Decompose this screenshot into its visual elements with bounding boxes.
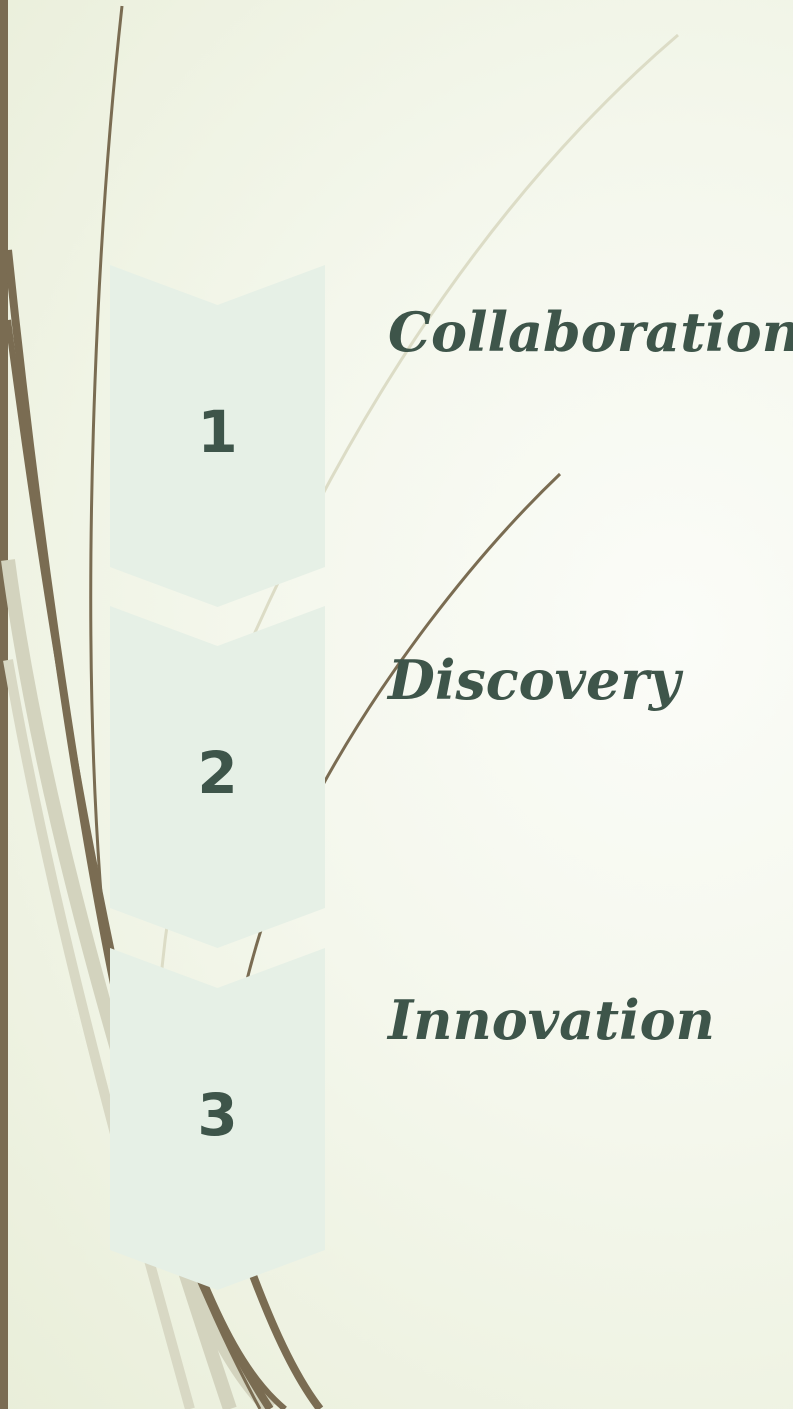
left-accent-bar <box>0 0 8 1409</box>
step-label-1: Collaboration <box>388 300 793 364</box>
step-chevron-1: 1 <box>110 265 325 607</box>
step-number-2: 2 <box>197 739 238 807</box>
step-number-3: 3 <box>197 1081 238 1149</box>
step-label-2: Discovery <box>388 648 681 712</box>
pale-stroke-left-2 <box>3 659 195 1409</box>
step-number-1: 1 <box>197 398 238 466</box>
step-label-3: Innovation <box>388 988 715 1052</box>
step-chevron-3: 3 <box>110 948 325 1290</box>
step-chevron-2: 2 <box>110 606 325 948</box>
